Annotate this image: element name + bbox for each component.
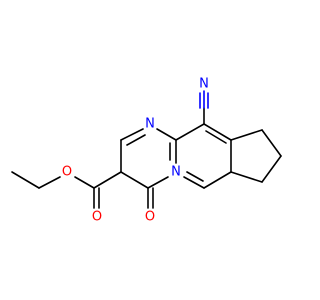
molecule-structure: N N N O O O [11,77,282,225]
bonds [11,90,282,209]
bond-n1-c2 [120,128,144,141]
bond-ester-c-oe [74,176,95,189]
bond-oe-ch2 [38,176,61,189]
structure-canvas: N N N O O O [11,77,282,225]
bond-c9a-n1 [156,128,177,141]
bond-ch2-ch3 [11,171,40,189]
bond-c6-n5-inner [186,171,204,182]
bond-c10-c10a [203,123,232,141]
bond-c3-c4 [120,171,149,189]
bond-c6-n5 [183,176,205,189]
ester-carbonyl-o-label: O [92,210,102,225]
nitrile-n-label: N [199,77,209,92]
bond-c9-c8 [261,129,282,157]
atom-labels: N N N O O O [62,77,209,225]
bond-c6a-c6 [203,171,232,189]
bond-c9a-c10 [175,123,205,141]
bond-c8-c7 [261,155,282,183]
bridge-n-label: N [171,165,181,180]
bond-c10-c10a-inner [205,130,227,144]
bond-c10a-c9 [230,129,263,141]
pyrimidine-n-label: N [145,117,155,132]
bond-c4-n5 [147,176,169,189]
bond-c7-c6a [230,171,263,183]
ketone-o-label: O [145,210,155,225]
bond-n1-c2-inner [126,134,146,146]
bond-c3-ester-c [93,171,122,189]
ester-ether-o-label: O [62,165,72,180]
